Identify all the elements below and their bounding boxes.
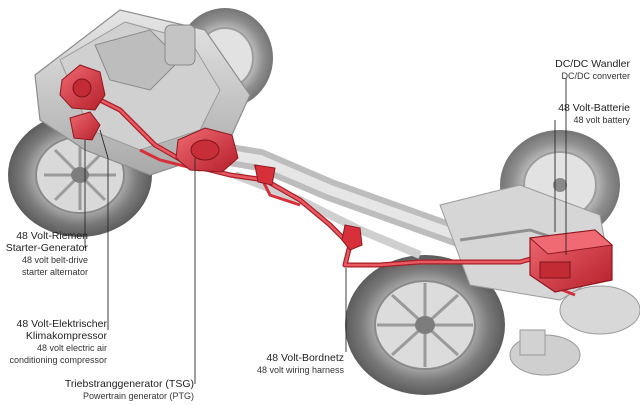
label-dcdc-de: DC/DC Wandler [555,58,630,70]
label-dcdc-en: DC/DC converter [561,71,630,81]
powertrain-generator-part [175,127,239,173]
belt-starter-generator-part [59,64,106,111]
label-harness-en: 48 volt wiring harness [256,365,344,375]
label-battery-de: 48 Volt-Batterie [558,102,630,114]
label-harness-de: 48 Volt-Bordnetz [266,352,344,364]
label-ac-compressor: 48 Volt-Elektrischer Klimakompressor 48 … [9,318,107,366]
label-starter-en-2: starter alternator [21,267,88,277]
battery-part [528,229,614,293]
leader-compressor [99,129,109,330]
label-battery-en: 48 volt battery [573,115,630,125]
leader-lines [84,78,567,384]
label-dcdc-converter: DC/DC Wandler DC/DC converter [555,58,630,82]
label-powertrain-generator: Triebstranggenerator (TSG) Powertrain ge… [65,378,194,402]
ac-compressor-part [69,111,101,141]
label-starter-en-1: 48 volt belt-drive [21,255,88,265]
label-belt-starter-generator: 48 Volt-Riemen Starter-Generator 48 volt… [6,230,88,278]
label-starter-de-1: 48 Volt-Riemen [16,230,88,242]
label-starter-de-2: Starter-Generator [5,242,88,254]
label-48v-battery: 48 Volt-Batterie 48 volt battery [558,102,630,126]
label-tsg-de: Triebstranggenerator (TSG) [64,378,194,390]
label-compressor-en-2: conditioning compressor [9,355,107,365]
exhaust [233,171,640,376]
harness-bracket-part [254,164,363,251]
label-tsg-en: Powertrain generator (PTG) [82,391,194,401]
label-compressor-de-2: Klimakompressor [25,330,107,342]
dcdc-converter-part [539,261,571,279]
wiring-harness [87,92,576,297]
rear-left-wheel [345,255,505,395]
label-compressor-de-1: 48 Volt-Elektrischer [16,318,107,330]
label-wiring-harness: 48 Volt-Bordnetz 48 volt wiring harness [257,352,344,376]
label-compressor-en-1: 48 volt electric air [36,343,107,353]
